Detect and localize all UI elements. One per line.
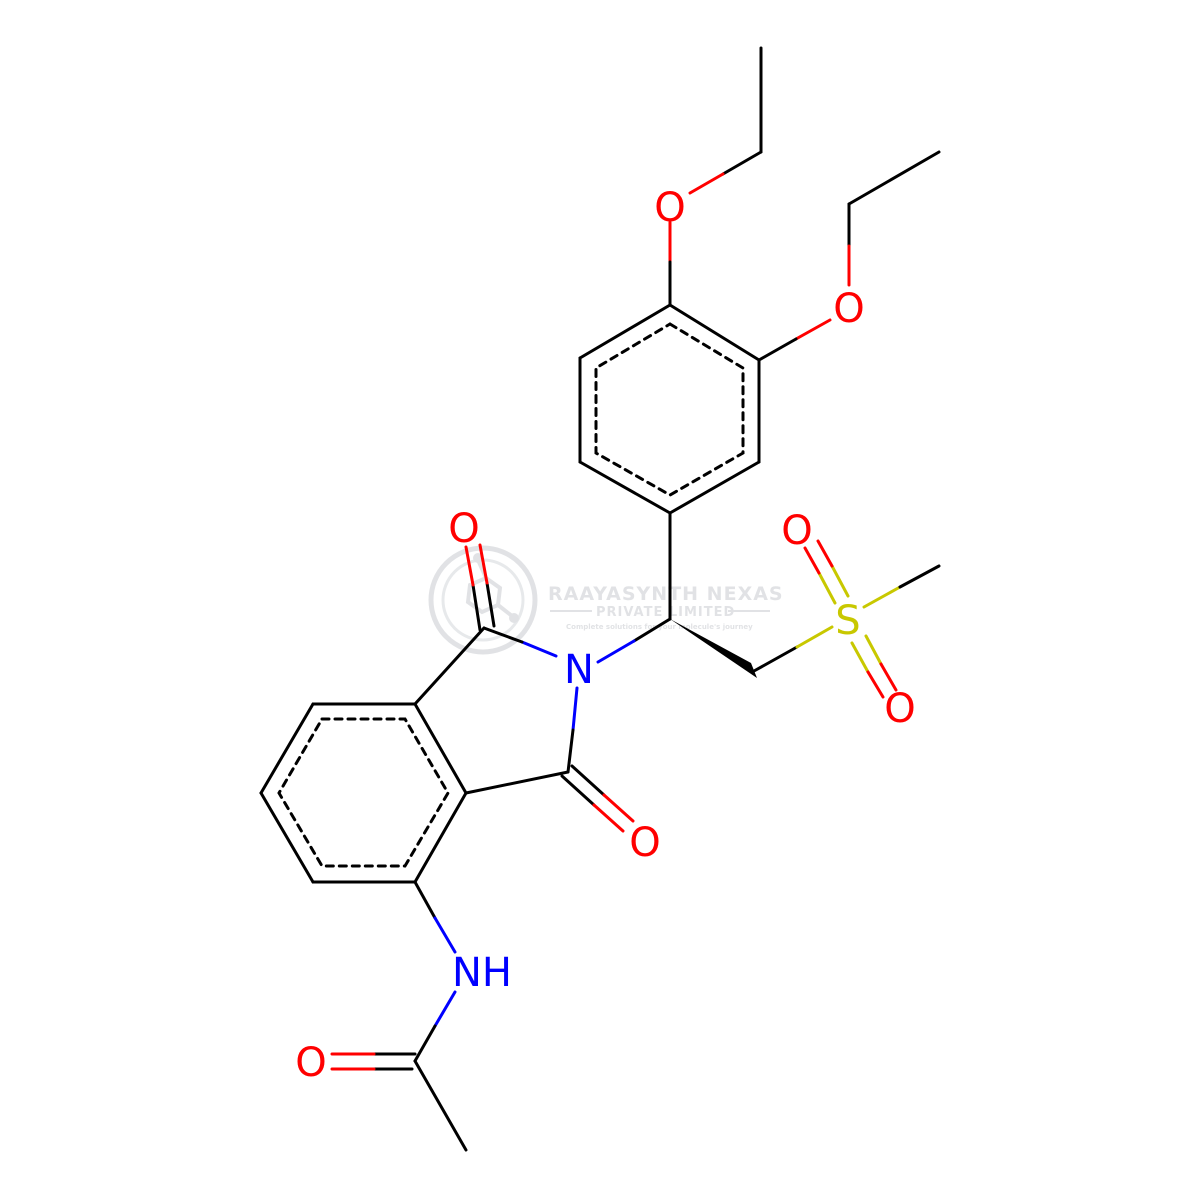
bond-chiral-n — [632, 617, 672, 643]
bond-s-methyl — [898, 564, 941, 589]
bond-co-top-b-red — [478, 543, 489, 585]
bond-ring-a-3 — [668, 460, 761, 515]
bond-co-top-a — [471, 583, 482, 632]
bond-nh-c-blue — [433, 990, 457, 1028]
bond-co-top-b — [485, 581, 496, 628]
atom-labels: O O O O S N O O NH O — [295, 185, 915, 1086]
atom-o-sulfonyl-top: O — [781, 508, 812, 554]
bond-ethyl-top-c-o-red — [688, 172, 725, 195]
bond-s-methyl-yellow — [862, 585, 902, 609]
atom-n-imide: N — [564, 647, 594, 693]
bond-o-aryl-right-red — [794, 318, 832, 341]
bond-s-o-bottom-a-red — [866, 670, 885, 699]
bond-n-c-bottom-blue — [571, 686, 579, 732]
bond-ring-a-1 — [668, 303, 761, 362]
bond-n-c-top-blue — [520, 640, 558, 658]
bond-amide-methyl — [413, 1059, 468, 1152]
bond-ch2-s — [752, 645, 799, 673]
bond-ring-a-4 — [578, 460, 672, 515]
bond-co-bottom-b-red — [602, 793, 635, 823]
bond-arene-nh-blue — [433, 916, 457, 954]
bond-c-top-arene — [413, 626, 486, 706]
atom-o-amide: O — [295, 1040, 326, 1086]
bond-c-bottom-arene — [464, 770, 570, 795]
bond-co-bottom-b — [570, 764, 606, 797]
bond-n-c-top — [482, 626, 524, 644]
atom-nh-amide: NH — [452, 950, 512, 996]
bond-ring-a-aromatic — [594, 322, 745, 497]
bond-ring-a-6 — [578, 303, 672, 360]
bond-s-o-top-b-red — [816, 539, 834, 568]
bond-ethyl-top-c-o — [721, 150, 763, 176]
bond-ring-b-aromatic — [277, 717, 450, 868]
watermark-subtitle: PRIVATE LIMITED — [596, 605, 735, 620]
watermark-title: RAAYASYNTH NEXAS — [548, 583, 784, 605]
bond-ring-b-2 — [413, 791, 468, 884]
bond-co-bottom-a — [560, 774, 596, 807]
bond-s-o-bottom-b-red — [879, 662, 898, 692]
bond-s-o-top-b-yellow — [830, 564, 850, 598]
bond-o-aryl-right — [757, 337, 798, 362]
bond-ring-b-1 — [413, 702, 468, 795]
atom-o-sulfonyl-bottom: O — [884, 686, 915, 732]
bond-s-o-top-a-red — [803, 546, 821, 575]
bond-ring-b-5 — [259, 702, 315, 795]
bond-s-o-bottom-a-yellow — [850, 641, 870, 674]
bonds — [259, 46, 941, 1152]
bond-n-c-bottom — [566, 728, 575, 774]
atom-s-sulfonyl: S — [835, 598, 860, 644]
bond-ch2-s-yellow — [795, 625, 834, 649]
atom-o-imide-bottom: O — [629, 820, 660, 866]
bond-wedge-chiral-ch2 — [670, 619, 757, 678]
bond-s-o-top-a-yellow — [817, 571, 837, 605]
atom-o-imide-top: O — [448, 506, 479, 552]
bond-arene-nh — [413, 880, 437, 920]
bond-ethyl-right-cc — [847, 150, 941, 206]
bond-ring-b-4 — [259, 791, 315, 884]
bond-nh-c — [413, 1024, 437, 1063]
bond-co-top-a-red — [464, 545, 475, 587]
bond-chiral-n-blue — [596, 639, 636, 664]
bond-s-o-bottom-b-yellow — [864, 634, 883, 666]
atom-o-ethoxy-right: O — [833, 286, 864, 332]
atom-o-ethoxy-top: O — [654, 185, 685, 231]
bond-co-bottom-a-red — [592, 803, 625, 833]
